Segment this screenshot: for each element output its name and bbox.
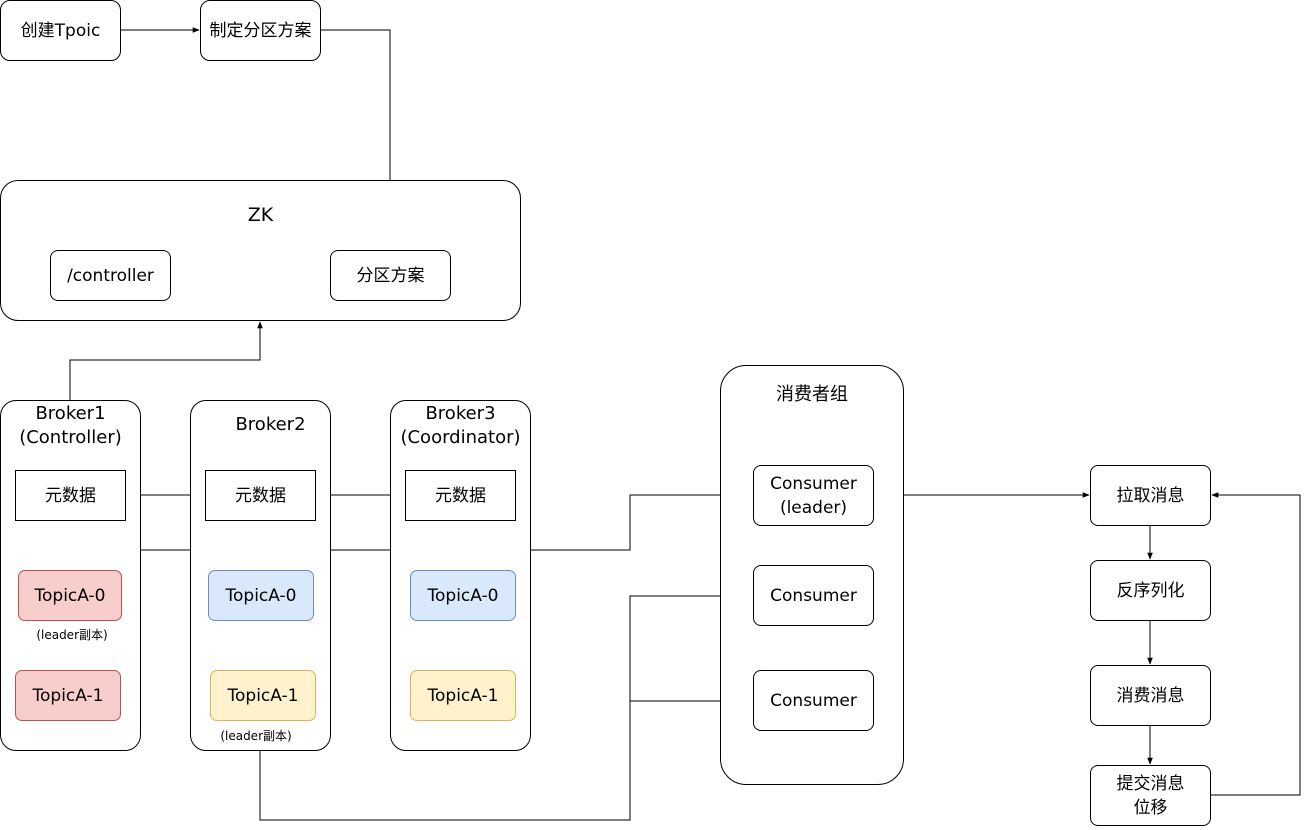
consumer-group-title: 消费者组	[776, 384, 848, 405]
broker2-metadata: 元数据	[205, 470, 316, 521]
arrow-commit-to-pull	[1211, 492, 1301, 796]
broker3-metadata: 元数据	[405, 470, 516, 521]
broker3-title: Broker3 (Coordinator)	[400, 403, 521, 448]
consumer-2: Consumer	[753, 565, 874, 626]
broker1-topicA-0: TopicA-0	[18, 570, 122, 621]
arrow-consumers-to-topicA1	[257, 595, 753, 821]
arrow-broker1-to-zk	[69, 321, 263, 400]
create-topic-box: 创建Tpoic	[0, 0, 121, 61]
broker3-topicA-0: TopicA-0	[410, 570, 516, 621]
broker3-topicA-1: TopicA-1	[410, 670, 516, 721]
zk-partition-plan-node: 分区方案	[330, 250, 451, 301]
broker1-title: Broker1 (Controller)	[19, 403, 122, 448]
broker2-topicA-0: TopicA-0	[208, 570, 314, 621]
broker1-metadata: 元数据	[15, 470, 126, 521]
zk-title: ZK	[247, 204, 274, 226]
broker1-topicA-1: TopicA-1	[15, 670, 121, 721]
pull-messages-box: 拉取消息	[1090, 465, 1211, 526]
commit-offset-box: 提交消息 位移	[1090, 765, 1211, 826]
arrow-plan-to-zk-partition	[321, 29, 393, 250]
deserialize-box: 反序列化	[1090, 560, 1211, 621]
consume-messages-box: 消费消息	[1090, 665, 1211, 726]
make-partition-plan-box: 制定分区方案	[200, 0, 321, 61]
broker1-leader-replica-note: (leader副本)	[36, 628, 108, 642]
broker2-title: Broker2	[235, 414, 306, 435]
broker2-topicA-1: TopicA-1	[210, 670, 316, 721]
zk-controller-node: /controller	[50, 250, 171, 301]
broker2-leader-replica-note: (leader副本)	[208, 727, 304, 744]
consumer-leader: Consumer (leader)	[753, 465, 874, 526]
consumer-3: Consumer	[753, 670, 874, 731]
